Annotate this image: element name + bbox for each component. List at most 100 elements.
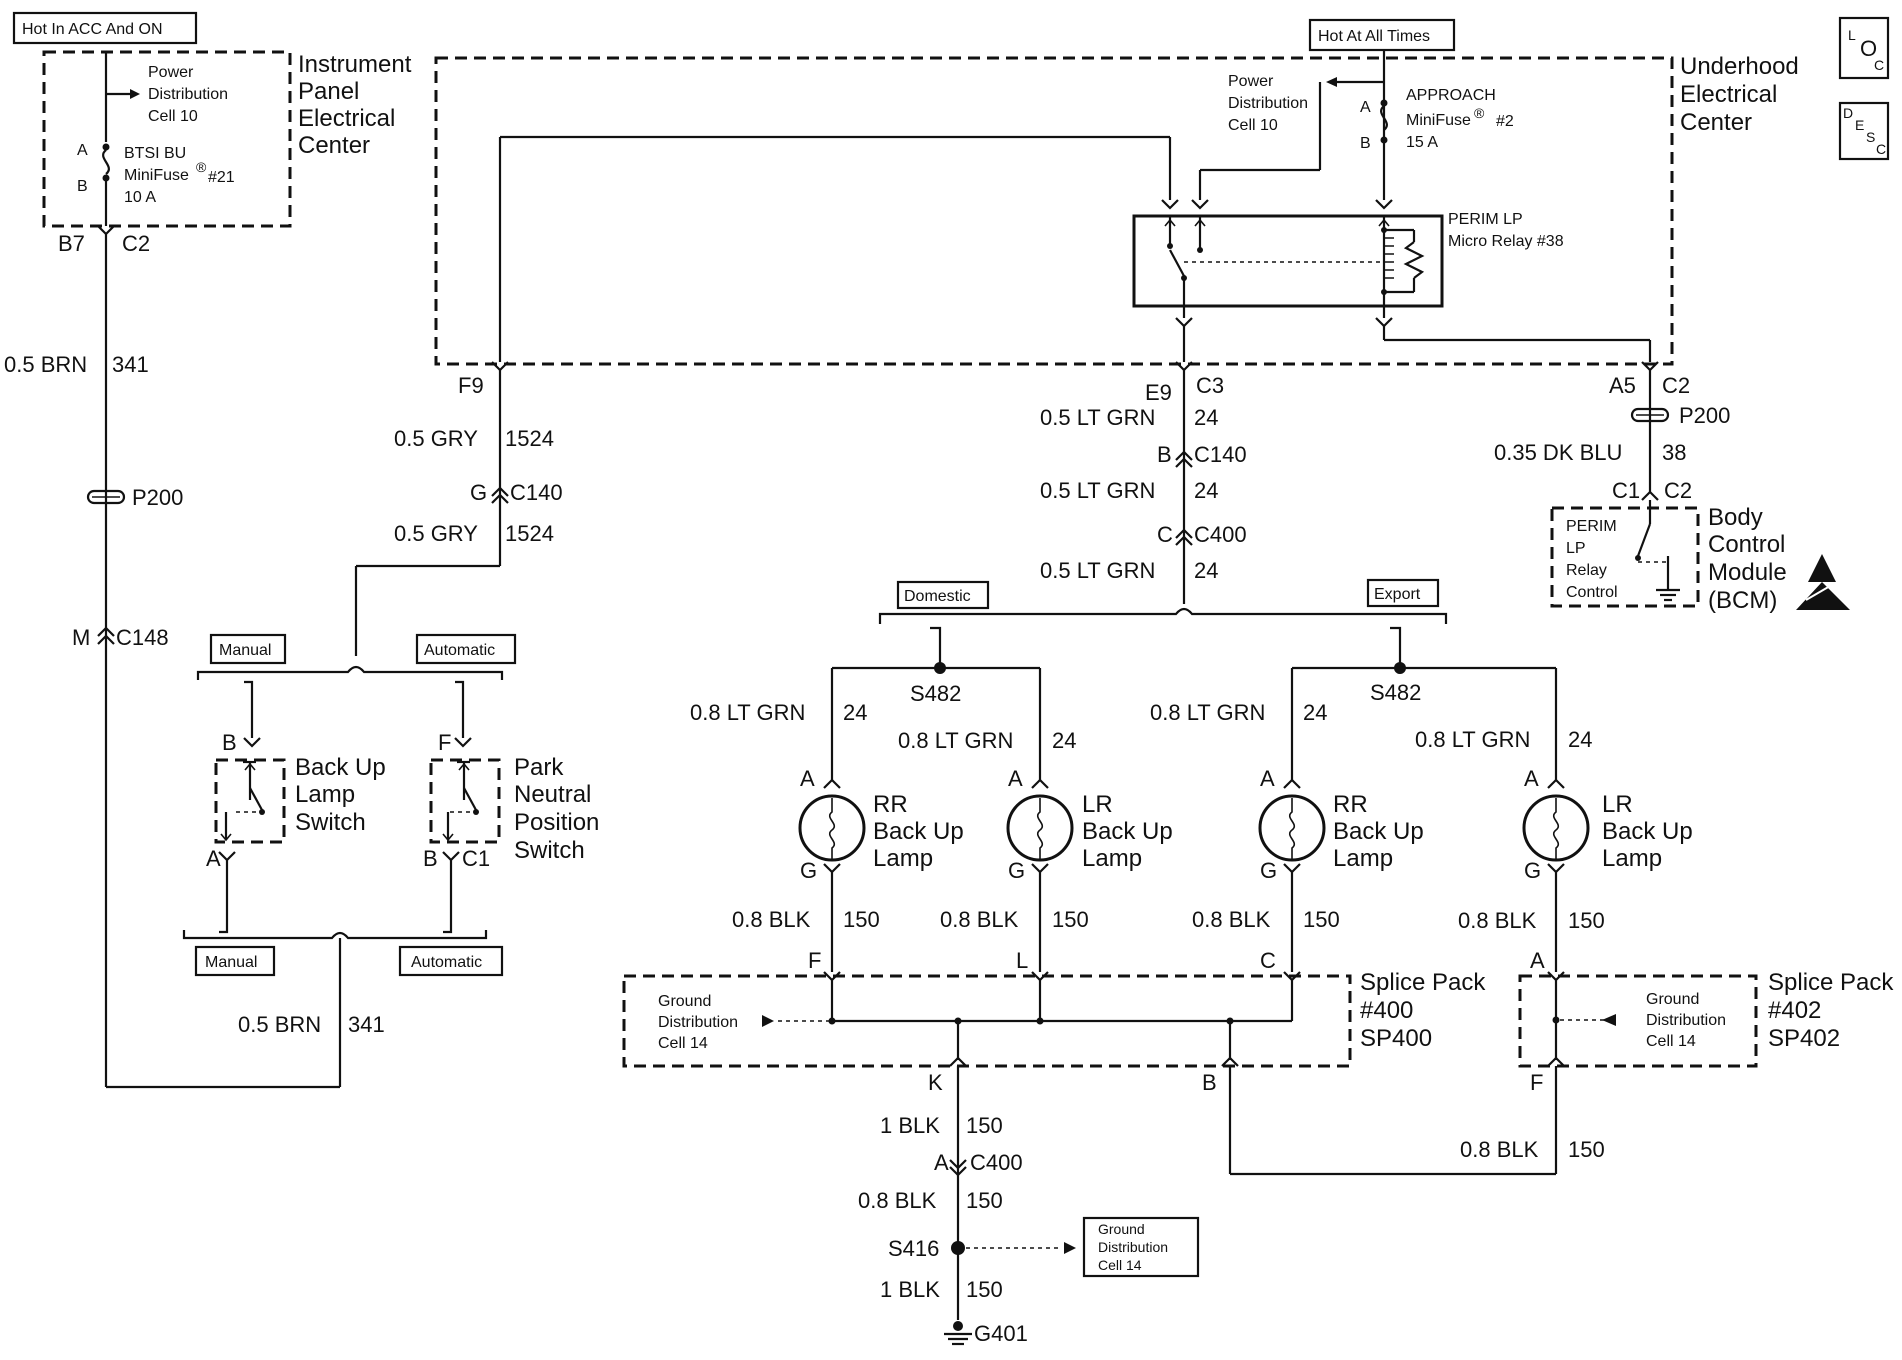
svg-text:B: B: [1360, 135, 1371, 152]
svg-text:150: 150: [966, 1188, 1003, 1213]
svg-text:S482: S482: [910, 681, 961, 706]
svg-text:A: A: [800, 766, 815, 791]
svg-text:A: A: [1360, 99, 1371, 116]
svg-text:®: ®: [196, 159, 207, 175]
svg-text:0.8 LT GRN: 0.8 LT GRN: [1150, 700, 1265, 725]
svg-text:A: A: [1008, 766, 1023, 791]
svg-text:24: 24: [1568, 727, 1592, 752]
svg-text:0.8 BLK: 0.8 BLK: [940, 907, 1019, 932]
svg-text:F9: F9: [458, 373, 484, 398]
svg-text:Ground: Ground: [1098, 1221, 1145, 1237]
svg-text:M: M: [72, 625, 90, 650]
svg-text:150: 150: [1568, 908, 1605, 933]
svg-text:C400: C400: [1194, 522, 1247, 547]
svg-text:Lamp: Lamp: [1082, 845, 1142, 872]
svg-text:Back Up: Back Up: [1602, 818, 1693, 845]
hot-acc-on-label: Hot In ACC And ON: [22, 21, 163, 38]
export-box: [1366, 578, 1440, 608]
svg-text:(BCM): (BCM): [1708, 587, 1777, 614]
svg-text:F: F: [1530, 1070, 1543, 1095]
svg-text:Cell 14: Cell 14: [658, 1035, 708, 1052]
svg-text:Body: Body: [1708, 504, 1763, 531]
svg-text:Lamp: Lamp: [1333, 845, 1393, 872]
svg-text:0.5 GRY: 0.5 GRY: [394, 426, 478, 451]
svg-text:A: A: [77, 142, 88, 159]
svg-text:0.8 LT GRN: 0.8 LT GRN: [1415, 727, 1530, 752]
svg-text:10 A: 10 A: [124, 189, 156, 206]
svg-text:C400: C400: [970, 1150, 1023, 1175]
svg-text:C2: C2: [1664, 478, 1692, 503]
svg-text:C: C: [1157, 522, 1173, 547]
svg-text:Control: Control: [1566, 584, 1618, 601]
svg-text:24: 24: [1303, 700, 1327, 725]
pnp-switch-icon: [442, 760, 479, 842]
svg-text:PERIM LP: PERIM LP: [1448, 211, 1523, 228]
svg-text:C2: C2: [1662, 373, 1690, 398]
svg-text:C3: C3: [1196, 373, 1224, 398]
svg-text:Distribution: Distribution: [658, 1014, 738, 1031]
ground-g401-icon: [944, 1321, 972, 1346]
svg-text:0.8 LT GRN: 0.8 LT GRN: [690, 700, 805, 725]
svg-text:Switch: Switch: [295, 809, 366, 836]
svg-text:Back Up: Back Up: [1082, 818, 1173, 845]
svg-text:Micro Relay #38: Micro Relay #38: [1448, 233, 1564, 250]
svg-text:150: 150: [1303, 907, 1340, 932]
svg-text:Electrical: Electrical: [1680, 81, 1777, 108]
underhood-center-title: Underhood: [1680, 53, 1799, 80]
hot-acc-on-box: [12, 11, 198, 45]
ground-dist-s416-box: [1082, 1216, 1200, 1278]
svg-text:S416: S416: [888, 1236, 939, 1261]
svg-text:LR: LR: [1082, 791, 1113, 818]
svg-text:#21: #21: [208, 169, 235, 186]
svg-text:24: 24: [1194, 558, 1218, 583]
bcm-box: [1550, 506, 1700, 608]
svg-text:C: C: [1260, 948, 1276, 973]
svg-text:150: 150: [966, 1277, 1003, 1302]
svg-text:Center: Center: [1680, 109, 1752, 136]
svg-text:341: 341: [112, 352, 149, 377]
svg-text:P200: P200: [132, 485, 183, 510]
svg-text:1524: 1524: [505, 426, 554, 451]
svg-text:Back Up: Back Up: [873, 818, 964, 845]
svg-text:®: ®: [1474, 105, 1485, 121]
svg-text:BTSI BU: BTSI BU: [124, 145, 186, 162]
svg-text:Module: Module: [1708, 559, 1787, 586]
svg-text:24: 24: [1194, 405, 1218, 430]
svg-text:G: G: [470, 480, 487, 505]
manual-automatic-bus-bottom: [182, 930, 488, 940]
svg-text:C148: C148: [116, 625, 169, 650]
svg-text:MiniFuse: MiniFuse: [124, 167, 189, 184]
svg-text:O: O: [1860, 36, 1877, 61]
svg-text:Back Up: Back Up: [1333, 818, 1424, 845]
svg-text:#402: #402: [1768, 997, 1821, 1024]
svg-text:G: G: [1260, 858, 1277, 883]
svg-text:0.8 LT GRN: 0.8 LT GRN: [898, 728, 1013, 753]
svg-text:0.5 LT GRN: 0.5 LT GRN: [1040, 478, 1155, 503]
svg-text:P200: P200: [1679, 403, 1730, 428]
svg-text:Lamp: Lamp: [873, 845, 933, 872]
svg-text:0.8 BLK: 0.8 BLK: [858, 1188, 937, 1213]
svg-text:Switch: Switch: [514, 837, 585, 864]
loc-symbol: L O C: [1838, 16, 1890, 80]
svg-text:24: 24: [1194, 478, 1218, 503]
park-neutral-position-switch-box: [429, 758, 501, 844]
svg-text:Distribution: Distribution: [1646, 1012, 1726, 1029]
svg-text:0.5 LT GRN: 0.5 LT GRN: [1040, 558, 1155, 583]
svg-text:C: C: [1876, 141, 1886, 157]
svg-text:150: 150: [1568, 1137, 1605, 1162]
svg-text:G: G: [1008, 858, 1025, 883]
svg-text:B: B: [77, 178, 88, 195]
svg-text:Cell 14: Cell 14: [1646, 1033, 1696, 1050]
svg-text:A: A: [1530, 948, 1545, 973]
svg-text:341: 341: [348, 1012, 385, 1037]
svg-text:Distribution: Distribution: [148, 86, 228, 103]
svg-text:Relay: Relay: [1566, 562, 1607, 579]
svg-text:0.35 DK BLU: 0.35 DK BLU: [1494, 440, 1622, 465]
svg-text:0.5 LT GRN: 0.5 LT GRN: [1040, 405, 1155, 430]
svg-text:Cell 14: Cell 14: [1098, 1257, 1142, 1273]
svg-text:15 A: 15 A: [1406, 134, 1438, 151]
svg-text:Neutral: Neutral: [514, 781, 591, 808]
manual-top-box: [209, 633, 287, 665]
svg-text:RR: RR: [1333, 791, 1368, 818]
svg-text:Ground: Ground: [658, 993, 711, 1010]
